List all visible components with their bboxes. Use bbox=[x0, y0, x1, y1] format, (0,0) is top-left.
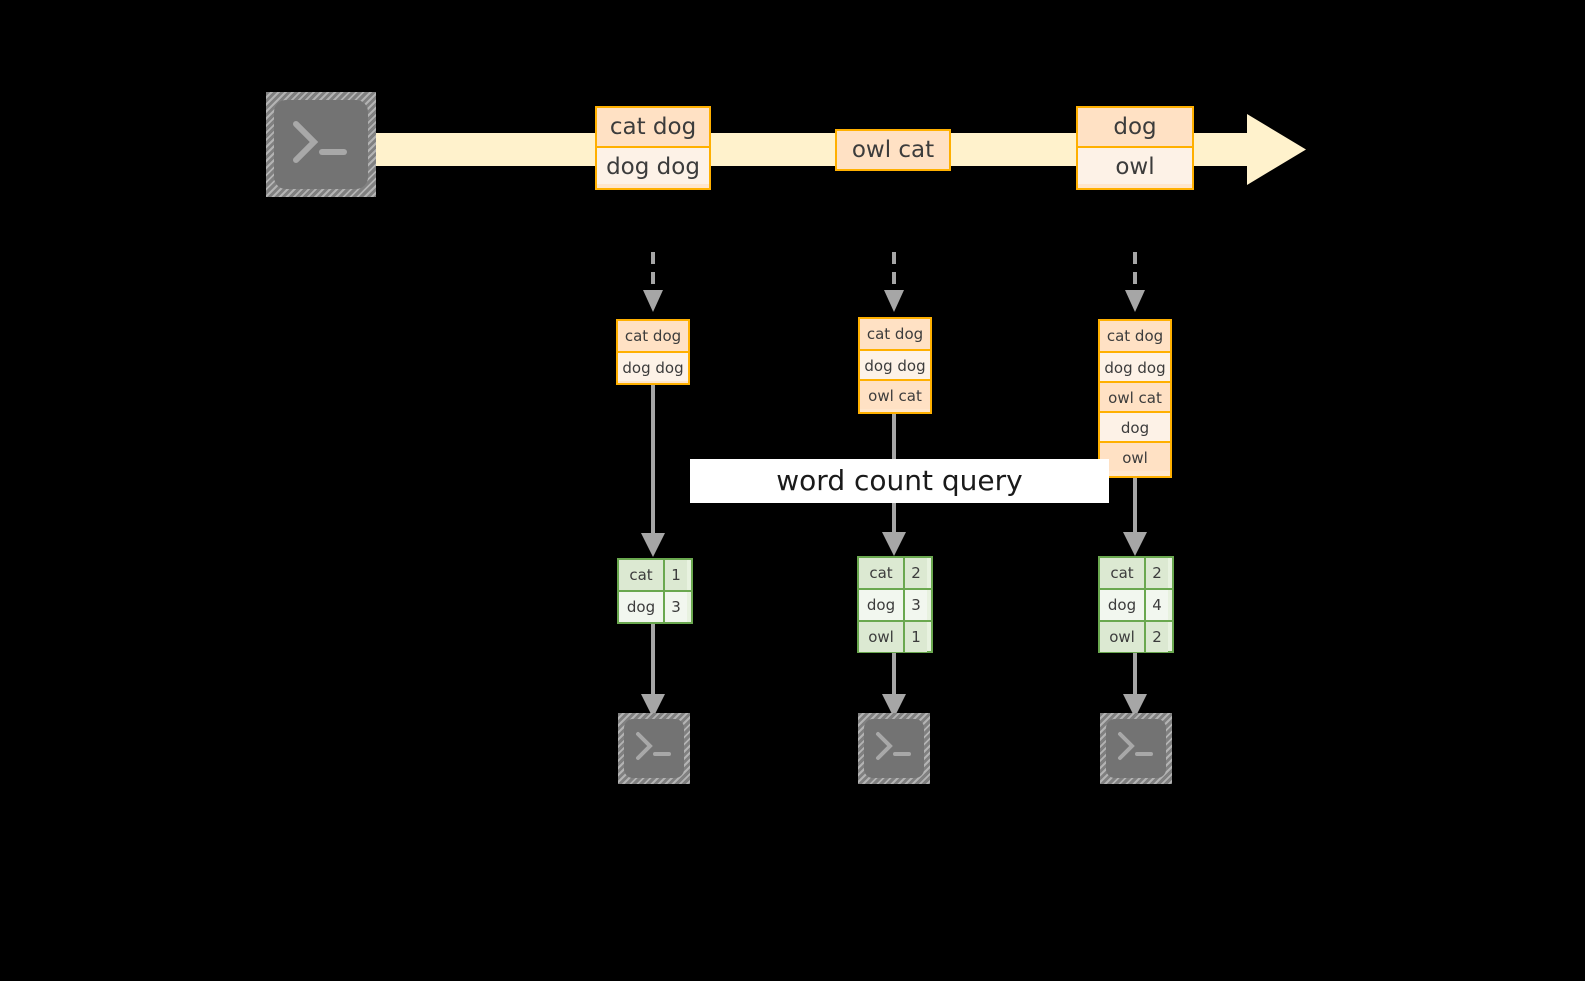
result-row: cat 1 bbox=[619, 560, 691, 590]
state-row: cat dog bbox=[860, 319, 930, 349]
snapshot-2-sink-terminal-icon bbox=[858, 713, 930, 784]
terminal-prompt-glyph bbox=[266, 92, 376, 197]
state-row: dog dog bbox=[860, 349, 930, 379]
source-terminal-icon bbox=[266, 92, 376, 197]
result-word: dog bbox=[859, 590, 903, 620]
terminal-prompt-glyph bbox=[618, 713, 690, 784]
result-row: dog 4 bbox=[1100, 588, 1172, 620]
timeline-event-row: owl bbox=[1078, 146, 1192, 184]
result-count: 2 bbox=[1144, 558, 1168, 588]
snapshot-1-sink-arrow bbox=[638, 624, 668, 720]
stream-timeline-arrow bbox=[362, 112, 1307, 187]
state-row: owl cat bbox=[1100, 381, 1170, 411]
snapshot-1-result-table: cat 1 dog 3 bbox=[617, 558, 693, 624]
result-row: cat 2 bbox=[1100, 558, 1172, 588]
snapshot-1-sink-terminal-icon bbox=[618, 713, 690, 784]
result-count: 3 bbox=[663, 592, 687, 622]
snapshot-2-result-table: cat 2 dog 3 owl 1 bbox=[857, 556, 933, 653]
result-word: dog bbox=[619, 592, 663, 622]
terminal-body bbox=[1106, 719, 1166, 778]
state-row: dog bbox=[1100, 411, 1170, 441]
state-row: dog dog bbox=[1100, 351, 1170, 381]
snapshot-3-query-arrow bbox=[1120, 478, 1150, 558]
snapshot-3-state-table: cat dog dog dog owl cat dog owl bbox=[1098, 319, 1172, 478]
result-count: 2 bbox=[1144, 622, 1168, 652]
snapshot-1-query-arrow bbox=[638, 385, 668, 559]
terminal-prompt-glyph bbox=[858, 713, 930, 784]
snapshot-2-ingress-arrow bbox=[879, 252, 909, 318]
result-count: 3 bbox=[903, 590, 927, 620]
result-word: owl bbox=[859, 622, 903, 652]
query-label: word count query bbox=[690, 459, 1109, 503]
snapshot-1-state-table: cat dog dog dog bbox=[616, 319, 690, 385]
result-row: dog 3 bbox=[619, 590, 691, 622]
dashed-down-arrow-icon bbox=[884, 252, 904, 312]
snapshot-2-state-table: cat dog dog dog owl cat bbox=[858, 317, 932, 414]
timeline-event-box: owl cat bbox=[835, 129, 951, 171]
right-arrow-icon bbox=[362, 114, 1306, 185]
result-row: cat 2 bbox=[859, 558, 931, 588]
timeline-event-row: dog bbox=[1078, 108, 1192, 146]
result-count: 2 bbox=[903, 558, 927, 588]
state-row: dog dog bbox=[618, 351, 688, 381]
dashed-down-arrow-icon bbox=[1125, 252, 1145, 312]
result-word: cat bbox=[1100, 558, 1144, 588]
result-word: cat bbox=[619, 560, 663, 590]
result-word: dog bbox=[1100, 590, 1144, 620]
solid-down-arrow-icon bbox=[882, 653, 906, 718]
solid-down-arrow-icon bbox=[1123, 478, 1147, 556]
snapshot-1-ingress-arrow bbox=[638, 252, 668, 318]
state-row: owl bbox=[1100, 441, 1170, 471]
terminal-body bbox=[864, 719, 924, 778]
snapshot-3-result-table: cat 2 dog 4 owl 2 bbox=[1098, 556, 1174, 653]
result-count: 1 bbox=[663, 560, 687, 590]
solid-down-arrow-icon bbox=[641, 385, 665, 557]
result-row: dog 3 bbox=[859, 588, 931, 620]
terminal-body bbox=[274, 100, 368, 189]
dashed-down-arrow-icon bbox=[643, 252, 663, 312]
result-row: owl 1 bbox=[859, 620, 931, 652]
state-row: cat dog bbox=[618, 321, 688, 351]
result-count: 4 bbox=[1144, 590, 1168, 620]
snapshot-3-sink-terminal-icon bbox=[1100, 713, 1172, 784]
timeline-event-box: dog owl bbox=[1076, 106, 1194, 190]
timeline-event-row: owl cat bbox=[837, 131, 949, 169]
terminal-body bbox=[624, 719, 684, 778]
solid-down-arrow-icon bbox=[1123, 653, 1147, 718]
result-word: owl bbox=[1100, 622, 1144, 652]
timeline-event-row: dog dog bbox=[597, 146, 709, 184]
solid-down-arrow-icon bbox=[641, 624, 665, 718]
terminal-prompt-glyph bbox=[1100, 713, 1172, 784]
timeline-event-box: cat dog dog dog bbox=[595, 106, 711, 190]
result-word: cat bbox=[859, 558, 903, 588]
snapshot-2-sink-arrow bbox=[879, 653, 909, 720]
result-count: 1 bbox=[903, 622, 927, 652]
state-row: cat dog bbox=[1100, 321, 1170, 351]
result-row: owl 2 bbox=[1100, 620, 1172, 652]
timeline-event-row: cat dog bbox=[597, 108, 709, 146]
state-row: owl cat bbox=[860, 379, 930, 409]
snapshot-3-sink-arrow bbox=[1120, 653, 1150, 720]
snapshot-3-ingress-arrow bbox=[1120, 252, 1150, 318]
